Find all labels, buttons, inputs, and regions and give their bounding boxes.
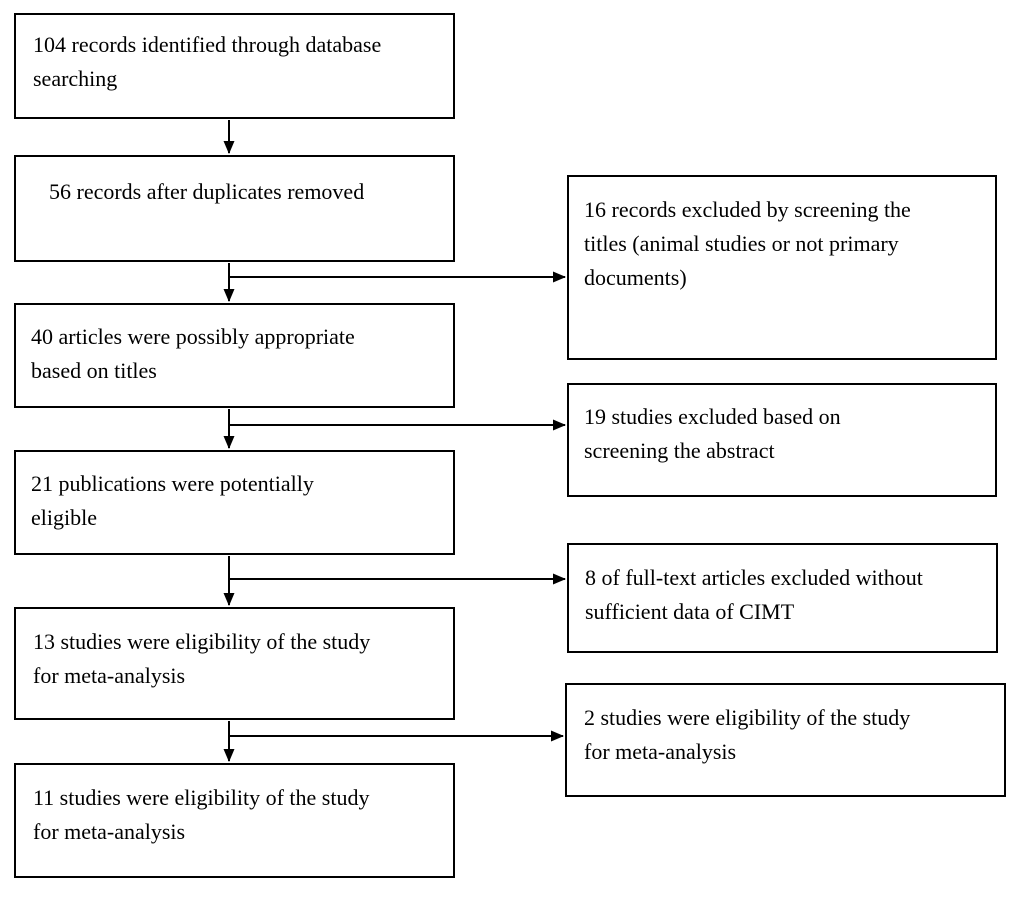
exclusion-box-fulltext-label: 8 of full-text articles excluded without… <box>585 565 923 624</box>
flow-box-eligible-13: 13 studies were eligibility of the study… <box>14 607 455 720</box>
flow-box-records-identified-label: 104 records identified through database … <box>33 32 382 91</box>
flow-box-eligible-11-label: 11 studies were eligibility of the study… <box>33 785 370 844</box>
flow-box-potentially-eligible: 21 publications were potentially eligibl… <box>14 450 455 555</box>
flow-box-records-identified: 104 records identified through database … <box>14 13 455 119</box>
flow-box-after-duplicates-label: 56 records after duplicates removed <box>49 179 365 204</box>
exclusion-box-abstract-label: 19 studies excluded based on screening t… <box>584 404 841 463</box>
flow-box-possibly-appropriate: 40 articles were possibly appropriate ba… <box>14 303 455 408</box>
flow-box-possibly-appropriate-label: 40 articles were possibly appropriate ba… <box>31 324 355 383</box>
exclusion-box-eligible-2-label: 2 studies were eligibility of the study … <box>584 705 911 764</box>
flow-box-eligible-11: 11 studies were eligibility of the study… <box>14 763 455 878</box>
flow-box-after-duplicates: 56 records after duplicates removed <box>14 155 455 262</box>
exclusion-box-eligible-2: 2 studies were eligibility of the study … <box>565 683 1006 797</box>
exclusion-box-titles: 16 records excluded by screening the tit… <box>567 175 997 360</box>
flow-box-potentially-eligible-label: 21 publications were potentially eligibl… <box>31 471 314 530</box>
exclusion-box-fulltext: 8 of full-text articles excluded without… <box>567 543 998 653</box>
exclusion-box-titles-label: 16 records excluded by screening the tit… <box>584 197 911 290</box>
flow-box-eligible-13-label: 13 studies were eligibility of the study… <box>33 629 371 688</box>
exclusion-box-abstract: 19 studies excluded based on screening t… <box>567 383 997 497</box>
